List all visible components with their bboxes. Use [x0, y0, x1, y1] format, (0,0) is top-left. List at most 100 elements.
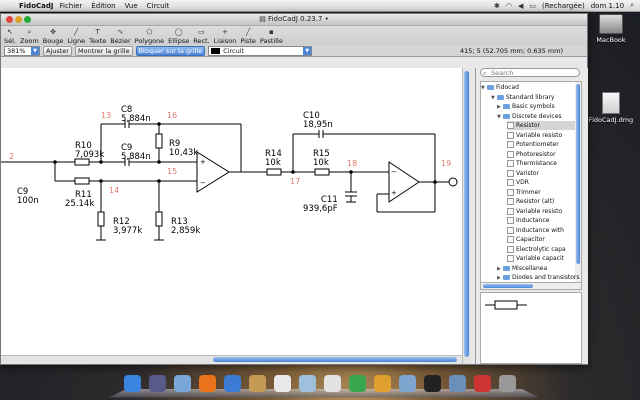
tree-item[interactable]: ▼Standard library [491, 93, 575, 102]
tool-line[interactable]: ╱Ligne [67, 28, 85, 45]
label-r10[interactable]: R10 [75, 141, 92, 151]
guitar-icon[interactable] [249, 375, 266, 392]
label-c9[interactable]: C9 [121, 143, 132, 153]
tree-item[interactable]: Trimmer [507, 188, 575, 197]
label-r11[interactable]: R11 [75, 190, 92, 200]
tree-item[interactable]: Resistor (alt) [507, 197, 575, 206]
label-r15v[interactable]: 10k [313, 158, 329, 168]
bluetooth-icon[interactable]: ✱ [494, 1, 500, 10]
tree-item[interactable]: Inductance [507, 216, 575, 225]
tree-item[interactable]: Potentiometer [507, 140, 575, 149]
tool-pad[interactable]: ▪Pastille [260, 28, 283, 45]
snap-grid-toggle[interactable]: Bloquer sur la grille [135, 45, 206, 56]
fit-button[interactable]: Ajuster [43, 45, 72, 56]
tree-item[interactable]: ▶Miscellanea [497, 264, 575, 273]
spotlight-icon[interactable]: ⌕ [630, 1, 634, 9]
label-c8v[interactable]: 5,884n [121, 114, 151, 124]
tool-bezier[interactable]: ∿Bézier [110, 28, 130, 45]
tool-zoom[interactable]: ⌕Zoom [20, 28, 39, 45]
clock[interactable]: dom 1.10 [590, 1, 625, 10]
tree-item[interactable]: Variable resisto [507, 131, 575, 140]
label-c9lv[interactable]: 100n [17, 196, 39, 206]
tool-rectangle[interactable]: ▭Rect. [193, 28, 209, 45]
vertical-scroll-thumb[interactable] [464, 71, 469, 357]
tree-item[interactable]: VDR [507, 178, 575, 187]
trash-icon[interactable] [499, 375, 516, 392]
terminal-icon[interactable] [424, 375, 441, 392]
menu-view[interactable]: Vue [124, 1, 138, 10]
disclosure-closed-icon[interactable]: ▶ [497, 104, 501, 110]
tree-item[interactable]: Variable resisto [507, 207, 575, 216]
label-c9v[interactable]: 5,884n [121, 152, 151, 162]
chess-icon[interactable] [324, 375, 341, 392]
tree-item[interactable]: Inductance with [507, 226, 575, 235]
tool-ellipse[interactable]: ◯Ellipse [168, 28, 189, 45]
tree-item[interactable]: ▼Fidocad [481, 83, 575, 92]
disclosure-open-icon[interactable]: ▼ [481, 85, 485, 91]
menu-edit[interactable]: Édition [91, 1, 116, 10]
search-input[interactable]: ⌕Search [480, 68, 580, 77]
tree-item[interactable]: ▼Discrete devices [497, 112, 575, 121]
label-r12v[interactable]: 3,977k [113, 226, 142, 236]
photo-icon[interactable] [449, 375, 466, 392]
preview-icon[interactable] [299, 375, 316, 392]
tree-item[interactable]: ▶Diodes and transistors [497, 273, 580, 282]
label-r15[interactable]: R15 [313, 149, 330, 159]
desktop-dmg[interactable]: FidoCadJ.dmg [586, 92, 636, 124]
volume-icon[interactable]: ◀ [517, 1, 524, 10]
ical-icon[interactable] [274, 375, 291, 392]
label-c9l[interactable]: C9 [17, 187, 28, 197]
label-c11[interactable]: C11 [321, 195, 338, 205]
firefox-icon[interactable] [199, 375, 216, 392]
layer-select[interactable]: Circuit▼ [208, 45, 313, 56]
horizontal-scroll-thumb[interactable] [213, 357, 457, 362]
tree-item[interactable]: Capacitor [507, 235, 575, 244]
label-r14[interactable]: R14 [265, 149, 282, 159]
tree-item[interactable]: Resistor [507, 121, 575, 130]
label-r12[interactable]: R12 [113, 217, 130, 227]
disclosure-open-icon[interactable]: ▼ [497, 113, 501, 120]
app-icon[interactable] [474, 375, 491, 392]
tool-pointer[interactable]: ↖Sél. [4, 28, 16, 45]
battery-icon[interactable]: ▭ [529, 1, 536, 10]
label-r11v[interactable]: 25.14k [65, 199, 94, 209]
tree-item[interactable]: Thermistance [507, 159, 575, 168]
zoom-select[interactable]: 381%▼ [4, 45, 40, 56]
disclosure-closed-icon[interactable]: ▶ [497, 265, 501, 272]
label-r13v[interactable]: 2,859k [171, 226, 200, 236]
wifi-icon[interactable]: ◠ [505, 1, 512, 10]
finder-icon[interactable] [124, 375, 141, 392]
app-icon[interactable] [349, 375, 366, 392]
desktop-disk[interactable]: MacBook [586, 14, 636, 44]
label-r10v[interactable]: 7,093k [75, 150, 104, 160]
show-grid-toggle[interactable]: Montrer la grille [74, 45, 133, 56]
tree-item[interactable]: Photoresistor [507, 150, 575, 159]
menu-file[interactable]: Fichier [59, 1, 83, 10]
horizontal-scrollbar[interactable] [1, 355, 462, 364]
tool-connection[interactable]: +Liaison [214, 28, 237, 45]
label-r13[interactable]: R13 [171, 217, 188, 227]
app-menu[interactable]: FidoCadJ [19, 1, 54, 10]
tree-horizontal-scrollbar[interactable] [480, 282, 582, 290]
disclosure-closed-icon[interactable]: ▶ [497, 275, 501, 281]
vertical-scrollbar[interactable] [462, 68, 471, 364]
title-bar[interactable]: ▤ FidoCadJ 0.23.7 • [1, 14, 587, 26]
tree-vertical-scrollbar[interactable] [575, 82, 581, 282]
disclosure-open-icon[interactable]: ▼ [491, 94, 495, 101]
tree-item[interactable]: Varistor [507, 169, 575, 178]
tree-scroll-thumb[interactable] [576, 84, 580, 264]
tree-item[interactable]: Variable capacit [507, 254, 575, 263]
tool-track[interactable]: ╱Piste [240, 28, 256, 45]
tree-item[interactable]: Electrolytic capa [507, 245, 575, 254]
tool-polygon[interactable]: ⬠Polygone [135, 28, 165, 45]
tree-hscroll-thumb[interactable] [483, 284, 533, 288]
label-r14v[interactable]: 10k [265, 158, 281, 168]
dashboard-icon[interactable] [149, 375, 166, 392]
label-c8[interactable]: C8 [121, 105, 132, 115]
label-c11v[interactable]: 939,6pF [303, 204, 338, 214]
label-c10v[interactable]: 18,95n [303, 120, 333, 130]
label-c10[interactable]: C10 [303, 111, 320, 121]
app-icon[interactable] [399, 375, 416, 392]
label-r9[interactable]: R9 [169, 139, 180, 149]
